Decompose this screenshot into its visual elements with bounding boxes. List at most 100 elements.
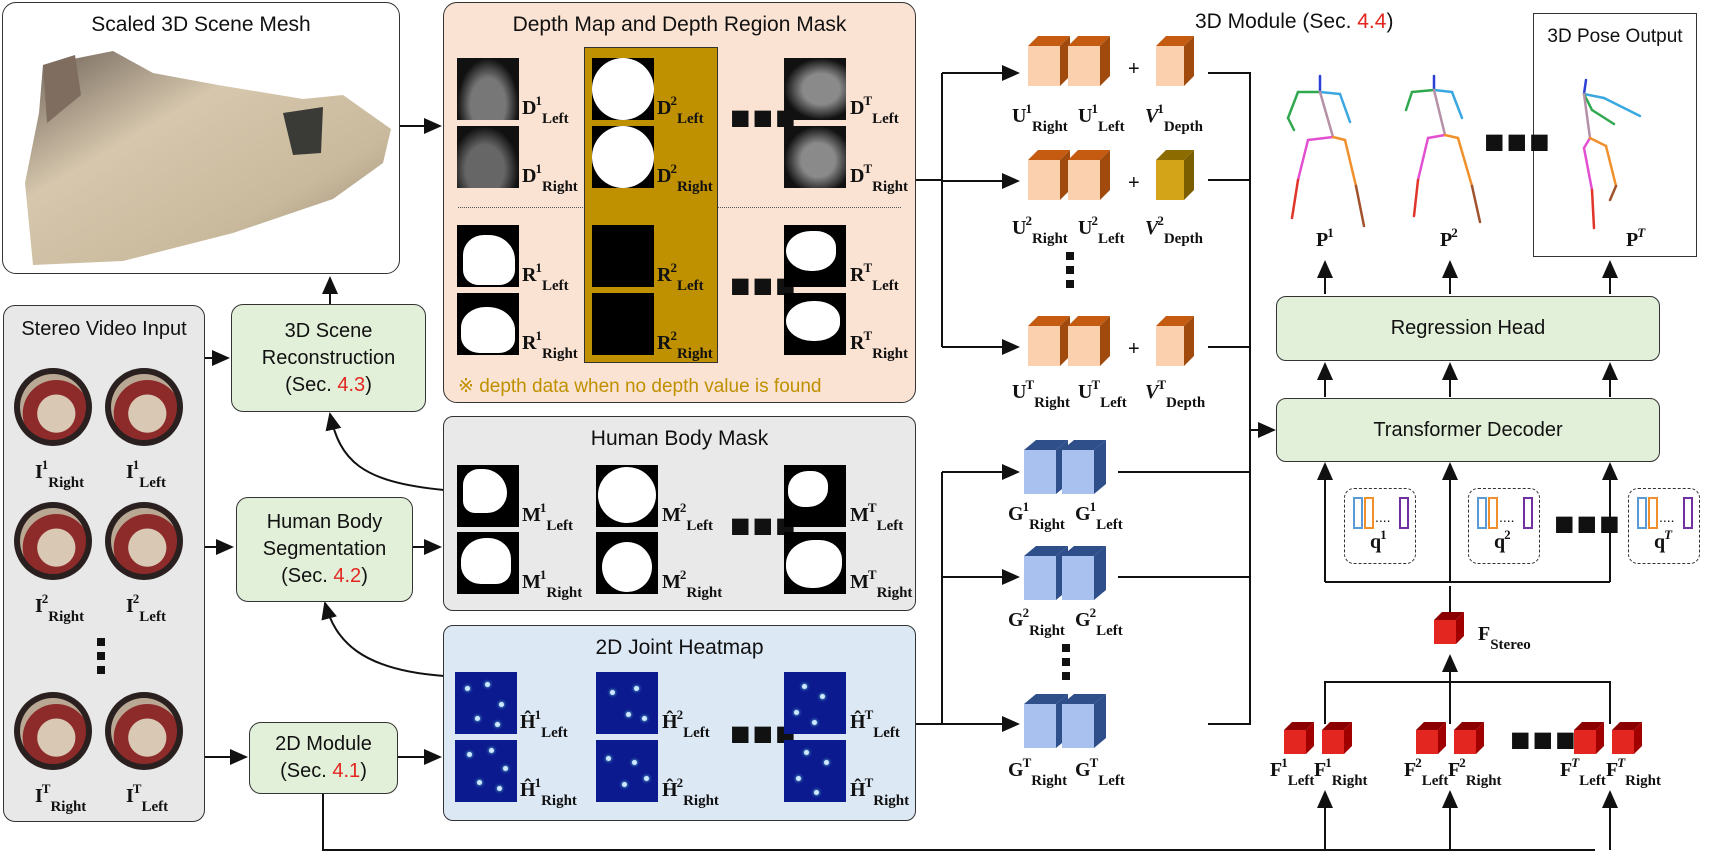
stereo-input-ellipsis [97,638,105,680]
region-r-t-left [784,225,846,287]
fisheye-frame-t-left [105,692,183,770]
depth-note: ※ depth data when no depth value is foun… [458,376,822,397]
label-m-1-right: M1Right [522,567,583,601]
label-f-stereo: FStereo [1478,623,1531,653]
two-d-ref: (Sec. 4.1) [280,760,367,782]
query-box-t: .... [1628,488,1700,564]
recon-line1: 3D Scene [284,319,373,342]
depth-d-1-left [457,58,519,120]
label-h-2-left: Ĥ2Left [662,707,710,741]
label-g-2-left: G2Left [1075,605,1123,639]
query-box-1: .... [1344,488,1416,564]
label-u-1-right: U1Right [1012,101,1068,135]
label-m-1-left: M1Left [522,500,574,534]
regression-head: Regression Head [1276,296,1660,361]
label-q-t: qT [1654,527,1673,553]
label-r-1-left: R1Left [522,260,569,294]
label-u-t-left: UTLeft [1078,377,1127,411]
label-p-2: P2 [1440,225,1458,251]
label-q-2: q2 [1494,527,1511,553]
label-m-2-left: M2Left [662,500,714,534]
fisheye-frame-t-right [14,692,92,770]
label-i-t-left: ITLeft [126,781,169,815]
pose-ellipsis: ■■■ [1484,123,1552,161]
fisheye-frame-1-right [14,368,92,446]
heatmap-h-1-right [455,740,517,802]
stereo-input-title: Stereo Video Input [21,318,187,340]
label-h-1-right: Ĥ1Right [520,775,577,809]
depth-d-t-right [784,126,846,188]
label-d-2-right: D2Right [657,161,713,195]
region-r-1-left [457,225,519,287]
label-i-1-left: I1Left [126,457,166,491]
plus-sign-1: + [1128,58,1140,80]
label-f-1-right: F1Right [1314,755,1368,789]
pose-output-title: 3D Pose Output [1547,26,1683,47]
region-r-2-left [592,225,654,287]
label-d-t-left: DTLeft [850,93,899,127]
label-m-2-right: M2Right [662,567,723,601]
seg-ref: (Sec. 4.2) [281,565,368,587]
depth-d-t-left [784,58,846,120]
label-g-2-right: G2Right [1008,605,1065,639]
scene-mesh-panel: Scaled 3D Scene Mesh [2,2,400,274]
label-q-1: q1 [1370,527,1387,553]
region-r-1-right [457,293,519,355]
scene-mesh-image [25,51,391,265]
label-r-2-right: R2Right [657,328,713,362]
query-ellipsis: ■■■ [1554,505,1622,543]
label-f-t-right: FTRight [1606,755,1662,789]
plus-sign-3: + [1128,338,1140,360]
fisheye-frame-2-right [14,502,92,580]
regression-head-label: Regression Head [1390,317,1546,339]
label-r-1-right: R1Right [522,328,578,362]
mask-m-2-right [596,532,658,594]
label-v-1: V1Depth [1145,101,1204,135]
heatmap-h-2-right [596,740,658,802]
two-d-line1: 2D Module [275,733,372,755]
query-box-2: .... [1468,488,1540,564]
depth-d-2-left [592,58,654,120]
two-d-module: 2D Module (Sec. 4.1) [249,722,398,794]
mask-m-t-right [784,532,846,594]
label-f-t-left: FTLeft [1560,755,1606,789]
label-i-2-left: I2Left [126,591,166,625]
mask-m-1-left [457,465,519,527]
label-u-2-left: U2Left [1078,213,1125,247]
label-r-2-left: R2Left [657,260,704,294]
mask-panel-title: Human Body Mask [590,427,769,450]
mask-m-2-left [596,465,658,527]
label-d-1-left: D1Left [522,93,569,127]
label-h-1-left: Ĥ1Left [520,707,568,741]
label-r-t-left: RTLeft [850,260,899,294]
plus-sign-2: + [1128,172,1140,194]
label-r-t-right: RTRight [850,328,908,362]
label-d-1-right: D1Right [522,161,578,195]
heatmap-h-t-left [784,672,846,734]
label-f-2-left: F2Left [1404,755,1449,789]
transformer-decoder: Transformer Decoder [1276,398,1660,462]
depth-d-1-right [457,126,519,188]
label-u-1-left: U1Left [1078,101,1125,135]
heatmap-h-1-left [455,672,517,734]
label-g-t-left: GTLeft [1075,755,1125,789]
label-p-t: PT [1626,225,1646,251]
seg-line2: Segmentation [262,538,387,560]
region-r-2-right [592,293,654,355]
label-m-t-left: MTLeft [850,500,904,534]
depth-panel-title: Depth Map and Depth Region Mask [512,13,847,36]
label-f-1-left: F1Left [1270,755,1315,789]
label-u-2-right: U2Right [1012,213,1068,247]
seg-line1: Human Body [266,511,383,533]
label-i-1-right: I1Right [35,457,85,491]
region-r-t-right [784,293,846,355]
label-i-2-right: I2Right [35,591,85,625]
heatmap-h-2-left [596,672,658,734]
module-3d-title: 3D Module (Sec. 4.4) [1195,10,1394,33]
heatmap-h-t-right [784,740,846,802]
label-v-2: V2Depth [1145,213,1204,247]
label-g-1-right: G1Right [1008,499,1065,533]
fisheye-frame-2-left [105,502,183,580]
mask-m-1-right [457,532,519,594]
label-m-t-right: MTRight [850,567,913,601]
